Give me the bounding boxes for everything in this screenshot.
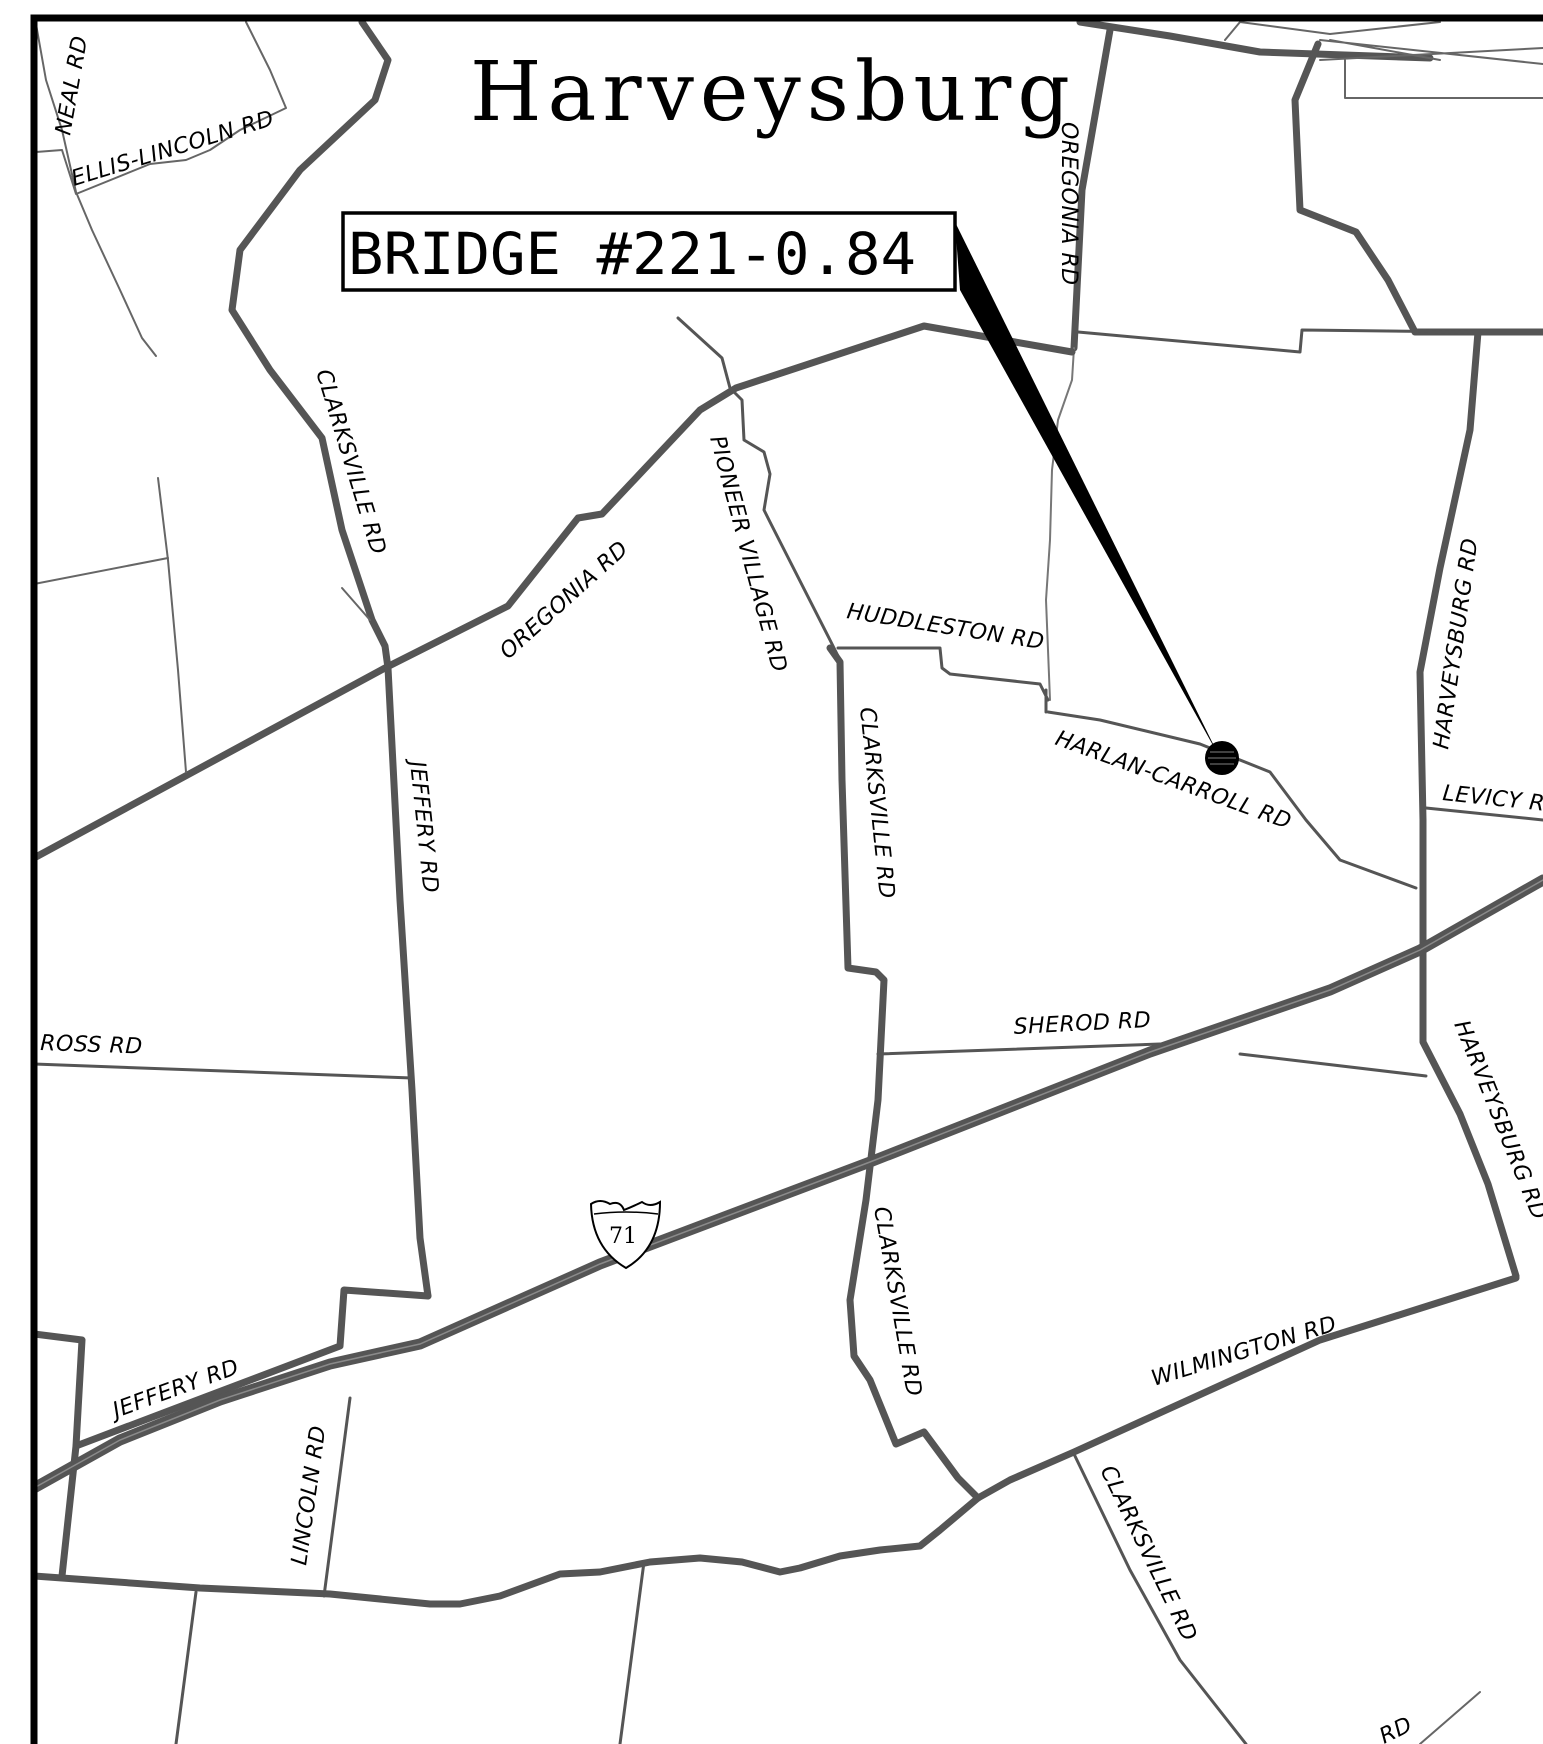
callout-box — [341, 211, 957, 292]
road-south-thin-2 — [618, 1560, 646, 1744]
callout-pointer — [955, 222, 1220, 758]
road-jeffery-lower — [72, 1286, 432, 1450]
interstate-shield: 71 — [589, 1200, 662, 1270]
road-south-east-thin — [1419, 1691, 1481, 1744]
road-sherod-east — [1238, 1052, 1428, 1078]
road-label-clarksville-upper: CLARKSVILLE RD — [310, 366, 390, 557]
road-wilmington — [974, 1274, 1520, 1502]
road-neal — [35, 23, 157, 357]
road-label-wilmington: WILMINGTON RD — [1148, 1312, 1339, 1392]
road-label-lincoln: LINCOLN RD — [287, 1424, 331, 1567]
road-lincoln — [322, 1396, 352, 1598]
interstate-shield-divider — [593, 1211, 659, 1215]
road-harlan-carroll — [1046, 710, 1418, 890]
road-huddleston — [836, 646, 1050, 702]
road-ross — [34, 1062, 414, 1080]
road-oregonia-diagonal — [34, 322, 1076, 862]
interstate-71-centerline — [34, 879, 1543, 1489]
road-east-thin-upper — [1076, 328, 1480, 354]
road-ellis-lincoln — [35, 21, 287, 195]
interstate-71-outer — [34, 874, 1543, 1494]
road-label-clarksville-south: CLARKSVILLE RD — [1095, 1462, 1202, 1646]
road-label-oregonia-upper: OREGONIA RD — [1056, 122, 1081, 286]
road-label-clarksville-mid: CLARKSVILLE RD — [854, 706, 899, 900]
road-west-connector — [34, 1330, 86, 1580]
callout-label: BRIDGE #221-0.84 — [348, 220, 916, 288]
road-label-rd-partial: RD — [1376, 1712, 1417, 1744]
road-south-ew — [34, 1494, 982, 1608]
road-label-clarksville-lower: CLARKSVILLE RD — [868, 1205, 926, 1399]
road-oregonia-continuation — [1045, 347, 1075, 701]
road-label-pioneer-village: PIONEER VILLAGE RD — [704, 433, 791, 675]
road-label-harlan-carroll: HARLAN-CARROLL RD — [1052, 726, 1295, 835]
bridge-marker-hatching — [1208, 751, 1236, 765]
road-oregonia-north — [1070, 26, 1114, 352]
road-harveysburg — [1416, 328, 1520, 1280]
road-northeast-connector — [1291, 40, 1543, 336]
road-label-ross: ROSS RD — [40, 1031, 143, 1060]
interstate-shield-number: 71 — [609, 1224, 637, 1249]
road-clarksville-northwest — [228, 18, 392, 672]
road-clarksville-south-line — [1072, 1452, 1248, 1744]
road-label-neal: NEAL RD — [51, 34, 93, 137]
road-west-thin-2 — [34, 557, 169, 585]
road-clarksville-mid — [826, 644, 982, 1502]
road-pioneer-village — [676, 316, 840, 658]
road-label-ellis-lincoln: ELLIS-LINCOLN RD — [68, 106, 277, 191]
map-frame — [30, 14, 1543, 1744]
road-south-thin-1 — [174, 1590, 198, 1744]
road-label-levicy: LEVICY RD — [1441, 781, 1543, 818]
road-north-lines — [1224, 21, 1543, 99]
road-north-top — [1076, 18, 1434, 62]
road-jeffery-vertical — [384, 664, 432, 1300]
town-name: Harveysburg — [470, 45, 1076, 140]
road-label-jeffery-vertical: JEFFERY RD — [404, 756, 443, 894]
road-west-thin-1 — [157, 477, 187, 773]
road-sherod — [876, 1042, 1162, 1056]
road-clarksville-spur — [341, 587, 371, 621]
road-label-sherod: SHEROD RD — [1013, 1008, 1152, 1040]
interstate-shield-icon — [589, 1200, 662, 1270]
road-network — [34, 18, 1543, 1744]
road-levicy — [1424, 806, 1543, 822]
